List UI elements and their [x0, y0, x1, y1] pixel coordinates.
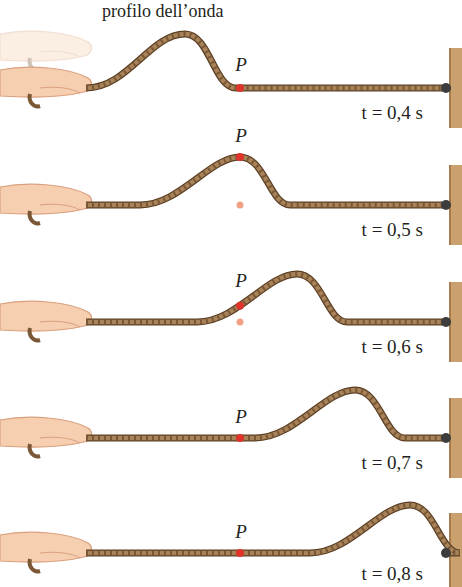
rope — [86, 34, 446, 88]
hand — [0, 31, 91, 70]
hand-palm — [0, 301, 91, 331]
rest-position — [237, 319, 244, 326]
rope — [86, 505, 460, 553]
hand — [0, 184, 91, 223]
finger-line — [40, 204, 80, 210]
hand-palm — [0, 184, 91, 214]
rope-outline — [86, 34, 446, 88]
time-label: t = 0,8 s — [362, 563, 423, 585]
rope — [86, 390, 446, 438]
finger-line — [40, 552, 80, 558]
point-label: P — [235, 521, 247, 543]
snapshot — [0, 505, 462, 587]
hand-palm — [0, 31, 91, 61]
rope-end — [30, 328, 40, 340]
time-label: t = 0,5 s — [362, 219, 423, 241]
time-label: t = 0,6 s — [362, 336, 423, 358]
rope-twist — [86, 274, 446, 322]
rope-end — [30, 211, 40, 223]
rope-end — [30, 444, 40, 456]
point-label: P — [235, 406, 247, 428]
snapshot — [0, 153, 462, 245]
hand-palm — [0, 67, 91, 97]
anchor — [441, 83, 451, 93]
snapshot — [0, 274, 462, 362]
finger-line — [40, 321, 80, 327]
point-p — [236, 549, 244, 557]
hand — [0, 532, 91, 571]
point-p — [236, 153, 244, 161]
hand-palm — [0, 417, 91, 447]
rope-end — [30, 559, 40, 571]
snapshot — [0, 390, 462, 478]
rope-twist — [86, 157, 446, 205]
rope-outline — [86, 505, 460, 553]
point-p — [236, 84, 244, 92]
point-p — [236, 302, 244, 310]
rope-twist — [86, 390, 446, 438]
hand — [0, 67, 91, 106]
anchor — [441, 317, 451, 327]
rope-twist — [86, 34, 446, 88]
finger-line — [40, 51, 80, 57]
finger-line — [40, 87, 80, 93]
anchor — [441, 433, 451, 443]
snapshot — [0, 31, 462, 128]
hand — [0, 417, 91, 456]
point-p — [236, 434, 244, 442]
rope-outline — [86, 157, 446, 205]
point-label: P — [235, 270, 247, 292]
time-label: t = 0,7 s — [362, 452, 423, 474]
hand — [0, 301, 91, 340]
finger-line — [40, 437, 80, 443]
anchor — [441, 200, 451, 210]
time-label: t = 0,4 s — [362, 102, 423, 124]
hand-palm — [0, 532, 91, 562]
anchor — [441, 548, 451, 558]
rope — [86, 274, 446, 322]
rope-outline — [86, 390, 446, 438]
point-label: P — [235, 125, 247, 147]
rope-twist — [86, 505, 460, 553]
rope — [86, 157, 446, 205]
point-label: P — [235, 54, 247, 76]
rest-position — [237, 202, 244, 209]
rope-outline — [86, 274, 446, 322]
caption-label: profilo dell’onda — [102, 0, 223, 22]
rope-end — [30, 94, 40, 106]
